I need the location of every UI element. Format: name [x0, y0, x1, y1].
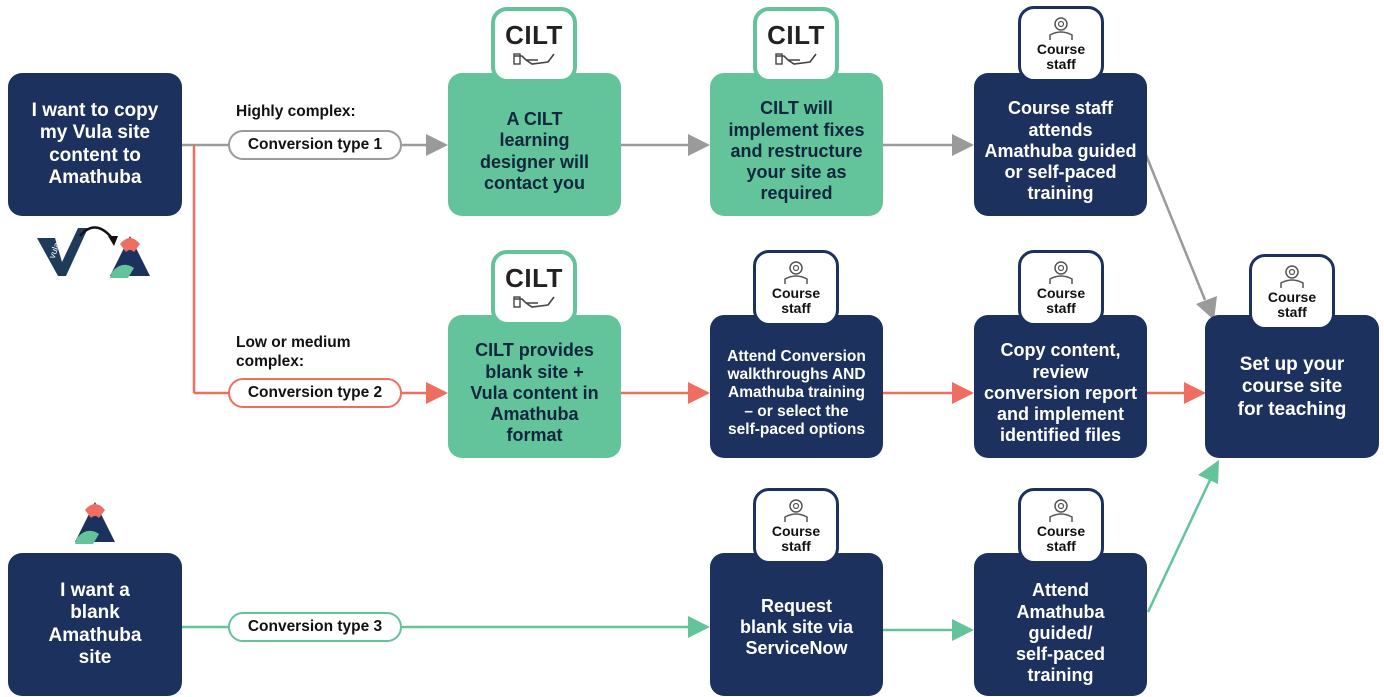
cilt-designer-box: A CILT learning designer will contact yo… [448, 73, 621, 216]
attend-training-box: Attend Amathuba guided/ self-paced train… [974, 553, 1147, 696]
vula-logo: vula [37, 228, 88, 276]
conversion-type-1-pill: Conversion type 1 [228, 130, 402, 160]
course-staff-badge: Course staff [1018, 250, 1104, 326]
copy-content-box: Copy content, review conversion report a… [974, 315, 1147, 458]
course-staff-badge: Course staff [1018, 6, 1104, 82]
course-staff-badge: Course staff [1018, 488, 1104, 564]
course-staff-badge: Course staff [1249, 254, 1335, 330]
hand-icon [513, 296, 555, 308]
attend-walkthroughs-box: Attend Conversion walkthroughs AND Amath… [710, 315, 883, 458]
cilt-badge: CILT [491, 7, 577, 83]
cilt-provides-box: CILT provides blank site + Vula content … [448, 315, 621, 458]
course-staff-badge: Course staff [753, 488, 839, 564]
conversion-type-2-pill: Conversion type 2 [228, 378, 402, 408]
hand-icon [513, 53, 555, 65]
conversion-type-3-pill: Conversion type 3 [228, 612, 402, 642]
start-blank-box: I want a blank Amathuba site [8, 553, 182, 696]
gear-people-icon [784, 261, 808, 285]
cilt-implement-box: CILT will implement fixes and restructur… [710, 73, 883, 216]
low-medium-label: Low or medium complex: [236, 334, 351, 370]
gear-people-icon [1049, 261, 1073, 285]
amathuba-logo [110, 236, 150, 278]
gear-people-icon [1280, 265, 1304, 289]
cilt-badge: CILT [753, 7, 839, 83]
gear-people-icon [784, 499, 808, 523]
highly-complex-label: Highly complex: [236, 103, 356, 120]
gear-people-icon [1049, 17, 1073, 41]
vula-to-amathuba-arrow [79, 226, 113, 239]
final-setup-box: Set up your course site for teaching [1205, 315, 1379, 458]
hand-icon [775, 53, 817, 65]
course-staff-badge: Course staff [753, 250, 839, 326]
staff-training-box: Course staff attends Amathuba guided or … [974, 73, 1147, 216]
start-copy-box: I want to copy my Vula site content to A… [8, 73, 182, 216]
request-blank-site-box: Request blank site via ServiceNow [710, 553, 883, 696]
gear-people-icon [1049, 499, 1073, 523]
cilt-badge: CILT [491, 250, 577, 326]
amathuba-logo-blank [75, 502, 115, 544]
